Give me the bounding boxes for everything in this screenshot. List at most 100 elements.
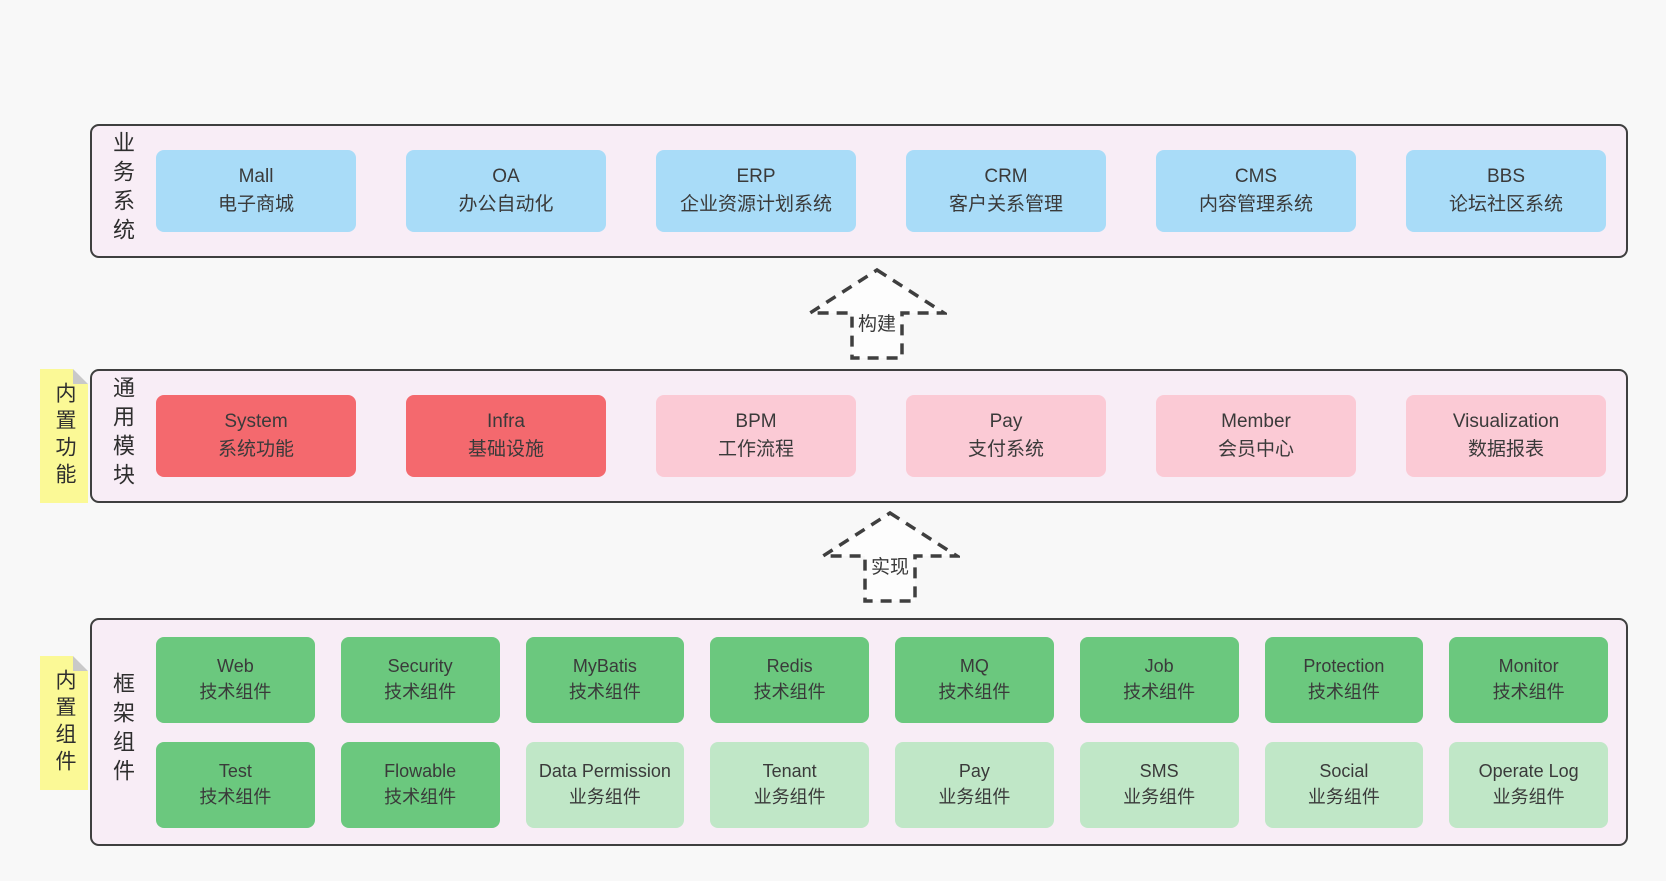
box-title: Security [387,655,453,676]
box-subtitle: 业务组件 [753,786,826,807]
box-security: Security 技术组件 [340,636,500,723]
box-subtitle: 业务组件 [1123,786,1196,807]
box-subtitle: 系统功能 [217,439,294,460]
box-subtitle: 支付系统 [967,439,1044,460]
box-mq: MQ 技术组件 [895,636,1054,723]
business-systems-boxes: Mall 电子商城 OA 办公自动化 ERP 企业资源计划系统 CRM 客户关系管理 CMS 内容… [152,126,1626,256]
box-title: MyBatis [572,655,637,676]
box-title: System [224,410,288,432]
box-title: Infra [486,410,526,432]
box-title: BBS [1486,165,1526,187]
box-title: CMS [1234,165,1278,187]
box-title: MQ [959,655,989,676]
box-bbs: BBS 论坛社区系统 [1406,150,1606,232]
box-subtitle: 技术组件 [199,786,272,807]
box-subtitle: 业务组件 [1492,786,1565,807]
box-subtitle: 技术组件 [1307,681,1380,702]
box-title: Job [1144,655,1174,676]
box-subtitle: 技术组件 [199,681,272,702]
box-subtitle: 技术组件 [938,681,1011,702]
box-subtitle: 技术组件 [1123,681,1196,702]
arrow-build-label: 构建 [854,309,900,336]
box-bpm: BPM 工作流程 [656,395,856,477]
box-title: Flowable [384,760,457,781]
box-subtitle: 企业资源计划系统 [679,194,832,215]
box-title: Web [217,655,254,676]
box-pay: Pay 业务组件 [895,741,1054,828]
box-title: Test [218,760,252,781]
box-subtitle: 技术组件 [384,786,457,807]
box-title: Monitor [1498,655,1559,676]
box-subtitle: 会员中心 [1217,439,1294,460]
box-sms: SMS 业务组件 [1079,741,1239,828]
box-operate-log: Operate Log 业务组件 [1449,741,1608,828]
box-oa: OA 办公自动化 [406,150,606,232]
box-monitor: Monitor 技术组件 [1449,636,1608,723]
box-visualization: Visualization 数据报表 [1406,395,1606,477]
box-web: Web 技术组件 [156,636,315,723]
box-title: OA [492,165,520,187]
box-title: Member [1221,410,1291,432]
box-subtitle: 内容管理系统 [1198,194,1313,215]
box-subtitle: 数据报表 [1467,439,1544,460]
box-subtitle: 论坛社区系统 [1448,194,1563,215]
box-title: Protection [1303,655,1385,676]
box-tenant: Tenant 业务组件 [710,741,869,828]
band-business-systems: 业务系统 Mall 电子商城 OA 办公自动化 ERP 企业资源计划系统 CRM 客户关系管理… [90,124,1628,258]
box-subtitle: 技术组件 [1492,681,1565,702]
band-label-common-modules: 通用模块 [110,376,135,492]
arrow-implement-label: 实现 [867,552,913,579]
box-subtitle: 技术组件 [568,681,641,702]
arrow-implement: 实现 [820,510,960,604]
box-title: Pay [958,760,990,781]
box-subtitle: 技术组件 [753,681,826,702]
box-protection: Protection 技术组件 [1264,636,1424,723]
box-title: Redis [766,655,813,676]
box-title: ERP [736,165,776,187]
box-mall: Mall 电子商城 [156,150,356,232]
band-framework-components: 框架组件 Web 技术组件 Security 技术组件 MyBatis 技术组件 Redis… [90,618,1628,846]
box-title: SMS [1139,760,1179,781]
box-title: Data Permission [538,760,671,781]
band-label-framework-components: 框架组件 [110,672,135,788]
box-erp: ERP 企业资源计划系统 [656,150,856,232]
box-title: Tenant [762,760,817,781]
box-subtitle: 工作流程 [717,439,794,460]
box-system: System 系统功能 [156,395,356,477]
box-subtitle: 客户关系管理 [948,194,1063,215]
box-title: Operate Log [1478,760,1579,781]
box-pay: Pay 支付系统 [906,395,1106,477]
arrow-build: 构建 [807,267,947,361]
box-subtitle: 业务组件 [938,786,1011,807]
box-infra: Infra 基础设施 [406,395,606,477]
box-subtitle: 基础设施 [467,439,544,460]
box-crm: CRM 客户关系管理 [906,150,1106,232]
box-job: Job 技术组件 [1079,636,1239,723]
box-cms: CMS 内容管理系统 [1156,150,1356,232]
box-subtitle: 业务组件 [1307,786,1380,807]
box-subtitle: 电子商城 [217,194,294,215]
sticky-note-built-in-components: 内置组件 [40,656,88,790]
box-title: Pay [989,410,1023,432]
box-mybatis: MyBatis 技术组件 [525,636,685,723]
box-title: CRM [984,165,1028,187]
box-subtitle: 办公自动化 [458,194,554,215]
box-subtitle: 技术组件 [384,681,457,702]
box-member: Member 会员中心 [1156,395,1356,477]
common-modules-boxes: System 系统功能 Infra 基础设施 BPM 工作流程 Pay 支付系统 Member 会… [152,371,1626,501]
band-label-business-systems: 业务系统 [110,131,135,247]
box-title: Social [1319,760,1369,781]
box-flowable: Flowable 技术组件 [340,741,500,828]
box-title: Mall [238,165,274,187]
box-social: Social 业务组件 [1264,741,1424,828]
band-common-modules: 通用模块 System 系统功能 Infra 基础设施 BPM 工作流程 Pay 支付系统 Me… [90,369,1628,503]
sticky-note-built-in-features: 内置功能 [40,369,88,503]
box-test: Test 技术组件 [156,741,315,828]
box-title: Visualization [1452,410,1560,432]
box-title: BPM [735,410,777,432]
